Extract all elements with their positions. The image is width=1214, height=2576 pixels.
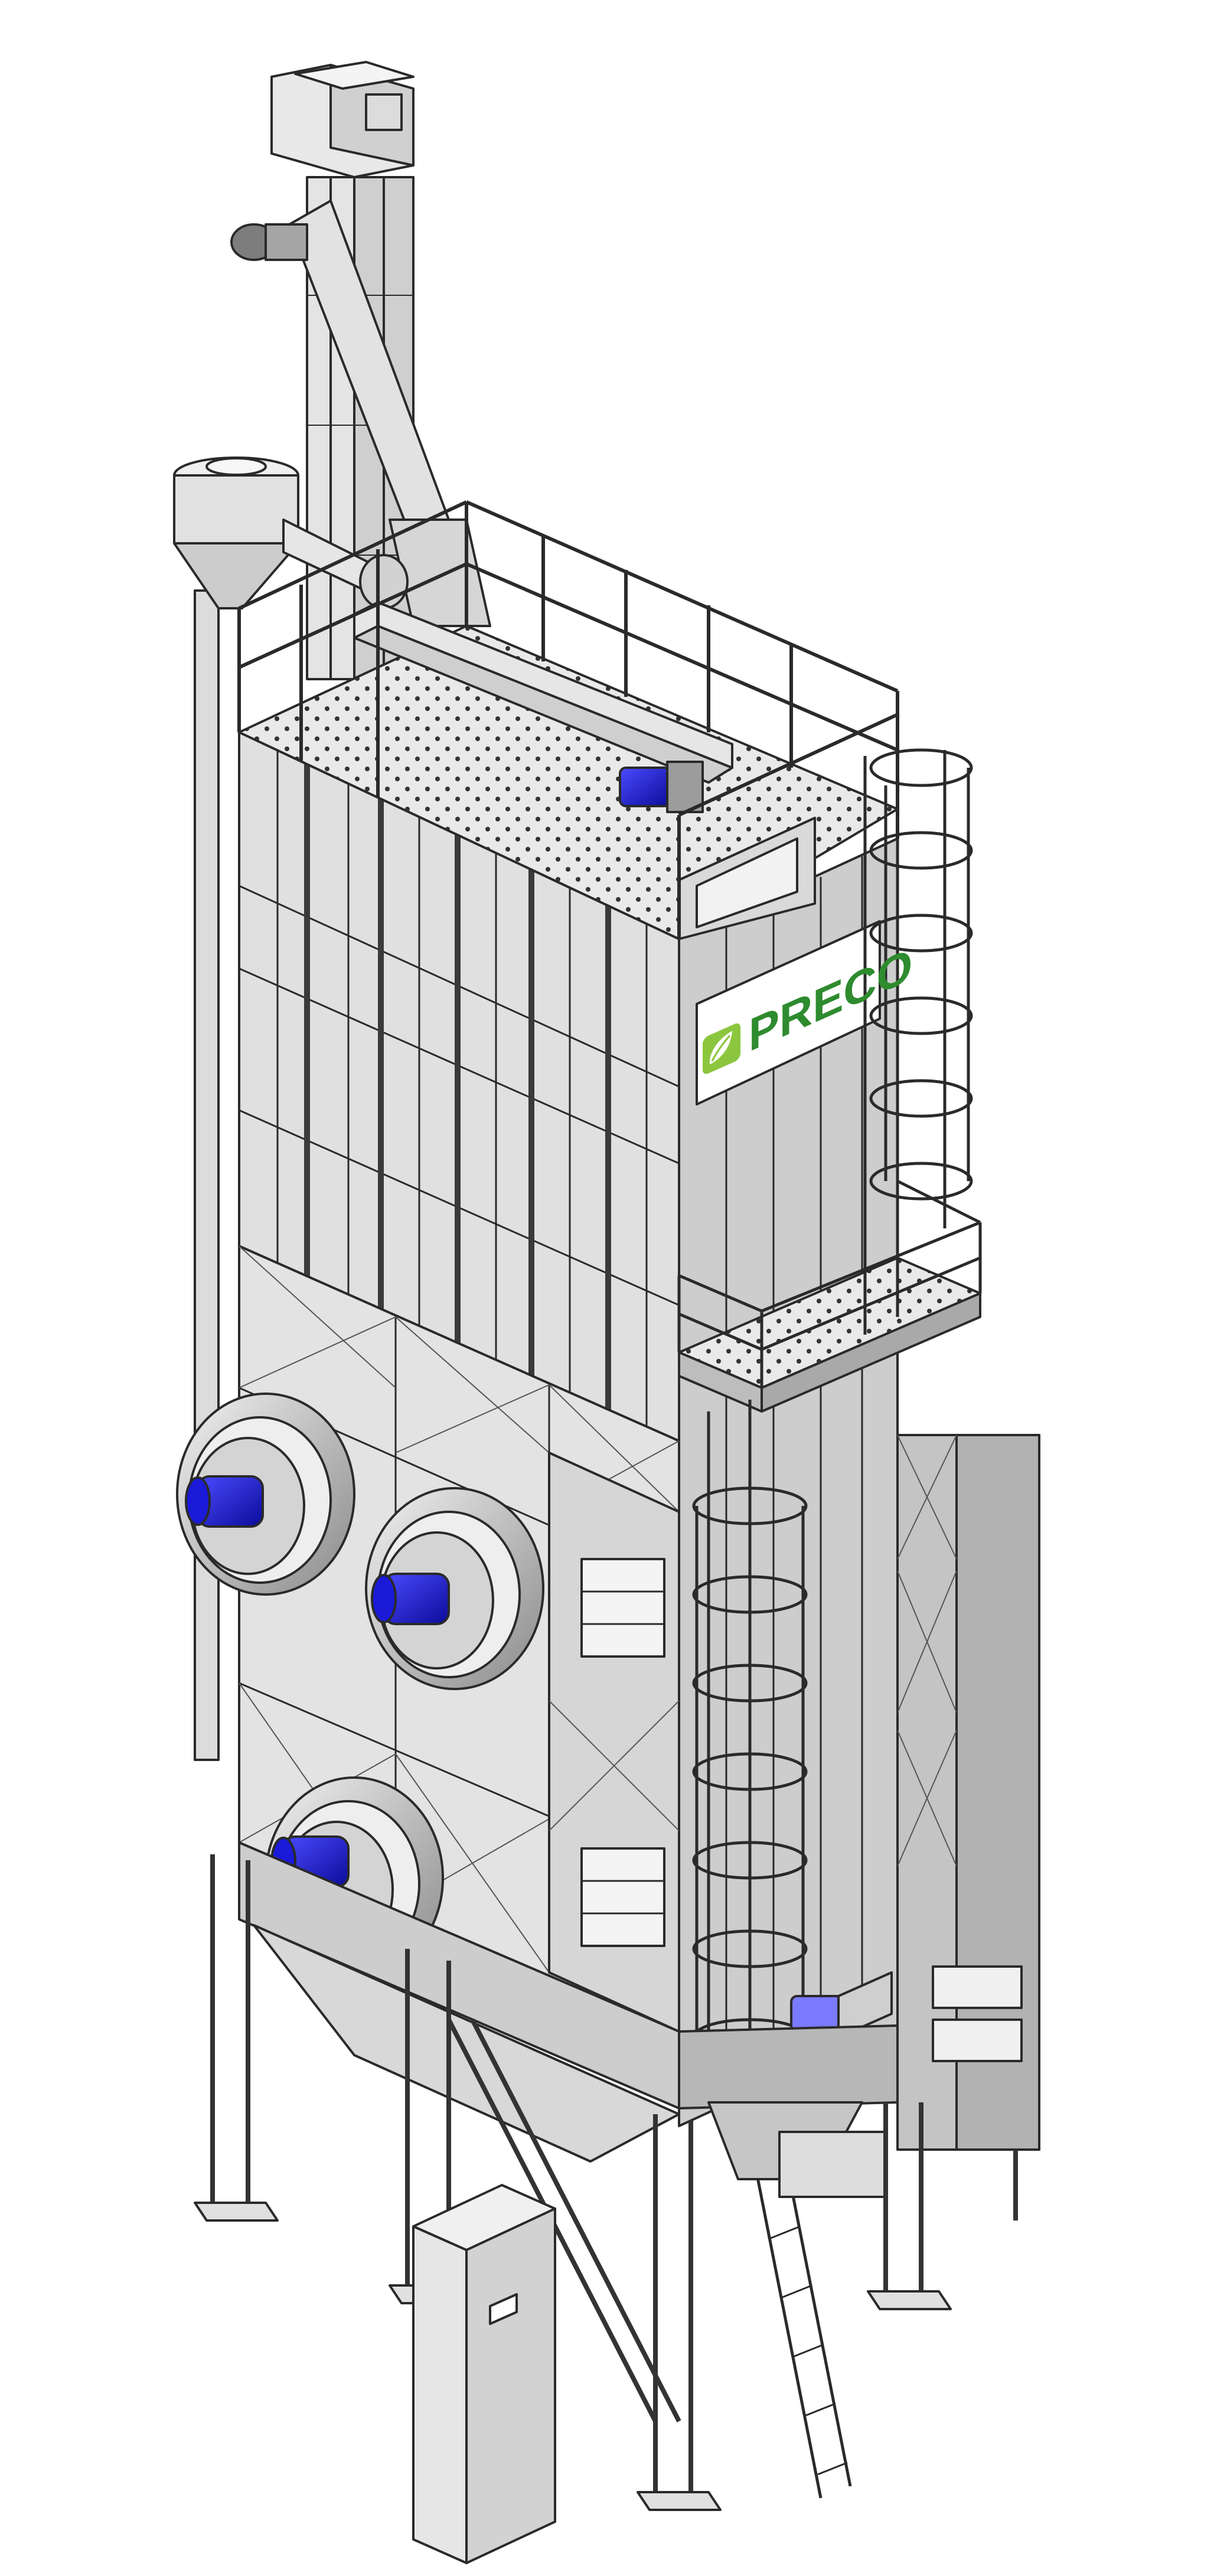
fan-upper-left [176,1393,355,1596]
leaf-icon [703,1023,740,1074]
lower-ladder-cage [692,1400,808,2079]
logo-panel [696,920,881,1106]
control-cabinet [412,2184,556,2564]
service-platform [677,1179,982,1413]
plenum-side-wall [548,1452,680,2033]
discharge-motor [790,1971,893,2039]
cabinet-label-plate [489,2293,518,2325]
burner-housing [896,1434,1040,2151]
leg-base-plates [194,2202,952,2511]
dryer-column-left-face [238,731,680,1442]
elevator-motor [230,223,308,261]
upper-ladder-cage [863,738,973,1335]
fan-middle [365,1487,544,1690]
support-legs [210,1854,1018,2498]
roof-railing [237,500,899,939]
base-hopper [238,1841,899,2198]
roof-conveyor-motor [619,761,704,813]
dryer-column-front-face [678,837,899,2127]
